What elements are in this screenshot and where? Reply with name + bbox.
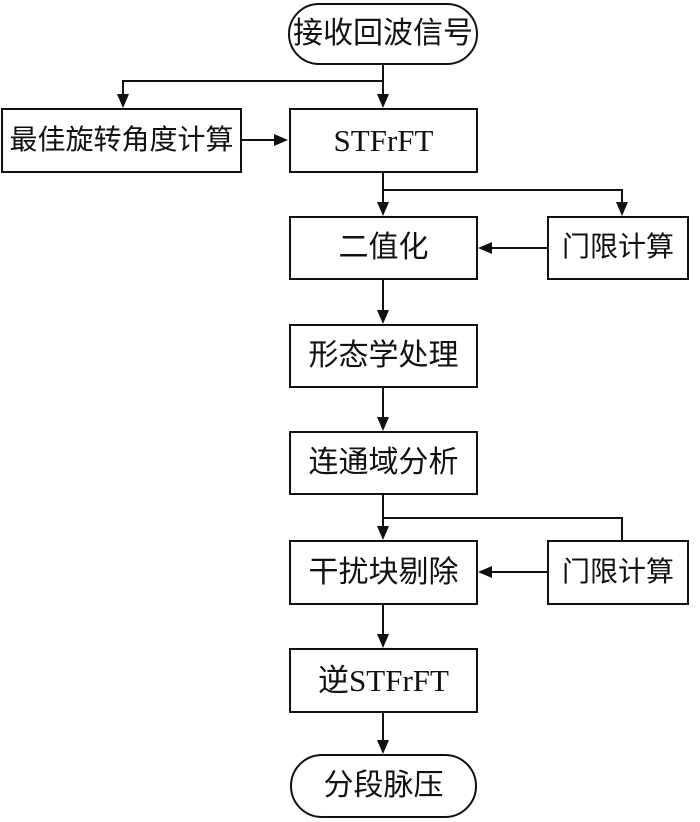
arrowhead-into-interference-top <box>377 526 389 540</box>
node-binarization: 二值化 <box>289 216 478 280</box>
arrowhead-into-binarize-right <box>478 242 492 254</box>
node-threshold-calculation-2: 门限计算 <box>547 540 689 605</box>
node-inverse-stfrft: 逆STFrFT <box>289 648 478 713</box>
node-interference-block-removal: 干扰块剔除 <box>289 540 478 605</box>
arrowhead-into-interference-right <box>478 566 492 578</box>
node-threshold-calculation-1: 门限计算 <box>547 216 689 280</box>
edge-start-rotation <box>122 80 383 96</box>
arrowhead-into-istfrft <box>377 634 389 648</box>
arrowhead-into-morphology <box>377 310 389 324</box>
edge-connected-threshold2 <box>383 517 623 541</box>
arrowhead-into-rotation <box>117 94 129 108</box>
edge-stfrft-threshold1 <box>383 189 623 204</box>
arrowhead-into-stfrft-top <box>377 94 389 108</box>
node-morphological-processing: 形态学处理 <box>289 324 478 388</box>
arrowhead-into-binarize-top <box>377 202 389 216</box>
arrowhead-into-end <box>377 740 389 754</box>
arrowhead-into-threshold1 <box>616 202 628 216</box>
node-optimal-rotation-angle-calculation: 最佳旋转角度计算 <box>1 108 242 173</box>
node-start-receive-echo-signal: 接收回波信号 <box>288 3 478 65</box>
arrowhead-into-stfrft-left <box>274 134 288 146</box>
node-connected-domain-analysis: 连通域分析 <box>289 431 478 495</box>
arrowhead-into-connected <box>377 417 389 431</box>
node-stfrft: STFrFT <box>289 108 478 173</box>
node-end-segmented-pulse-compression: 分段脉压 <box>290 754 477 818</box>
